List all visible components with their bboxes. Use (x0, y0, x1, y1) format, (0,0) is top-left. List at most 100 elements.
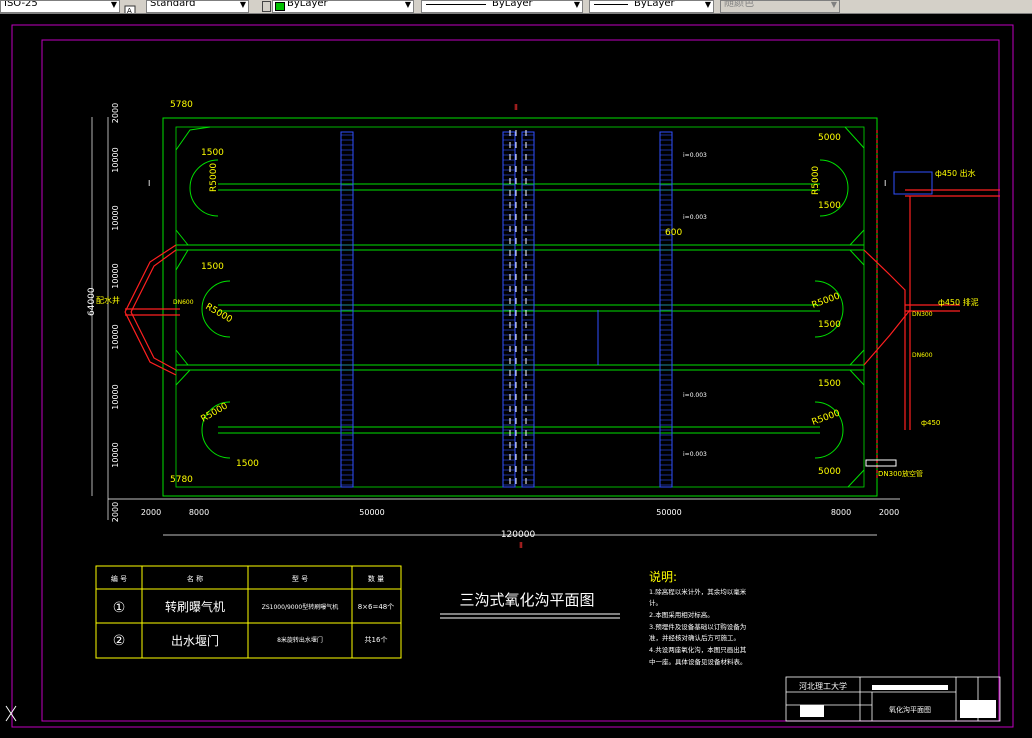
plotstyle-dropdown[interactable]: 随颜色 ▼ (720, 0, 840, 13)
dim-total-horizontal: 120000 (501, 530, 536, 540)
chevron-down-icon: ▼ (830, 0, 837, 9)
dim-5000-bottom: 5000 (818, 467, 841, 477)
table-header-qty: 数 量 (368, 574, 384, 583)
sheet-outer-border (11, 24, 1014, 728)
school-name: 河北理工大学 (799, 681, 847, 691)
dim-1500-a: 1500 (201, 148, 224, 158)
dn600-right-label: DN600 (912, 352, 933, 359)
empty-pipe-label: DN300放空管 (878, 469, 923, 478)
left-pipe-label: 配水井 (96, 295, 120, 305)
title-block-fill (872, 685, 948, 690)
radius-label-e: R5000 (811, 291, 842, 310)
dimension-lines (91, 117, 900, 536)
equipment-table (95, 565, 402, 659)
lineweight-value: ByLayer (634, 0, 675, 9)
dim-1500-e: 1500 (818, 320, 841, 330)
dim-total-vertical: 64000 (87, 287, 97, 316)
right-sludge-label: ф450 排泥 (938, 297, 979, 307)
note-line-7: 中一座。具体设备见设备材料表。 (649, 657, 747, 666)
left-dim-label: 10000 (111, 263, 120, 288)
title-block-fill-3 (800, 705, 824, 717)
chevron-down-icon: ▼ (404, 0, 411, 9)
title-block-drawing-name: 氧化沟平面图 (889, 705, 931, 714)
svg-text:A: A (127, 7, 132, 14)
left-dim-label: 10000 (111, 384, 120, 409)
notes-header: 说明: (649, 569, 677, 584)
slope-label-c: i=0.003 (683, 392, 707, 399)
outlet-piping (863, 130, 1000, 480)
drawing-title: 三沟式氧化沟平面图 (459, 591, 594, 609)
dim-1500-b: 1500 (201, 262, 224, 272)
section-mark-bottom: Ⅱ (519, 541, 523, 550)
color-swatch-icon (275, 2, 285, 11)
dim-5780-top: 5780 (170, 100, 193, 110)
left-dim-label: 10000 (111, 442, 120, 467)
note-line-6: 4.共设两座氧化沟，本图只画出其 (649, 645, 747, 654)
properties-toolbar: ISO-25 ▼ A Standard ▼ ByLayer ▼ ByLayer … (0, 0, 1032, 14)
bottom-dim-label: 8000 (831, 508, 851, 517)
left-dim-label: 2000 (111, 502, 120, 522)
textstyle-icon[interactable]: A (123, 1, 143, 14)
rotor-rungs (341, 134, 672, 486)
layer-icon (262, 1, 271, 12)
dim-1500-c: 1500 (236, 459, 259, 469)
chevron-down-icon: ▼ (110, 0, 117, 9)
chevron-down-icon: ▼ (239, 0, 246, 9)
line-sample-icon (594, 4, 628, 5)
linetype-value: ByLayer (492, 0, 533, 9)
slope-label-a: i=0.003 (683, 152, 707, 159)
drain-pipe (865, 459, 897, 467)
note-line-2: 计。 (649, 598, 662, 607)
linetype-dropdown[interactable]: ByLayer ▼ (421, 0, 583, 13)
radius-label-a: R5000 (209, 163, 219, 192)
dimstyle-value: ISO-25 (4, 0, 38, 9)
table-header-no: 编 号 (111, 574, 127, 583)
ucs-icon (5, 705, 17, 722)
table-cell-no-1: ① (113, 600, 126, 616)
left-dim-label: 10000 (111, 147, 120, 172)
note-line-5: 准，并经核对确认后方可施工。 (649, 633, 740, 642)
left-dim-label: 10000 (111, 205, 120, 230)
dn300-label: DN300 (912, 311, 933, 318)
dim-600: 600 (665, 228, 682, 238)
table-cell-model-2: 8米旋转出水堰门 (277, 636, 323, 644)
title-block-fill-2 (960, 700, 996, 718)
textstyle-dropdown[interactable]: Standard ▼ (146, 0, 249, 13)
slope-label-d: i=0.003 (683, 451, 707, 458)
outlet-chamber (893, 171, 933, 195)
table-header-model: 型 号 (292, 574, 308, 583)
dim-5000-top: 5000 (818, 133, 841, 143)
phi-small-label: ф450 (921, 419, 940, 427)
table-cell-name-2: 出水堰门 (171, 633, 219, 648)
chevron-down-icon: ▼ (573, 0, 580, 9)
lineweight-dropdown[interactable]: ByLayer ▼ (589, 0, 714, 13)
dn600-left-label: DN600 (173, 299, 194, 306)
note-line-1: 1.除高程以米计外，其余均以毫米 (649, 587, 747, 596)
dim-5780-bottom: 5780 (170, 475, 193, 485)
table-cell-name-1: 转刷曝气机 (165, 599, 225, 614)
table-header-name: 名 称 (187, 574, 203, 583)
right-outlet-label: ф450 出水 (935, 168, 976, 178)
oxidation-ditch-plan (162, 117, 878, 497)
table-cell-qty-1: 8×6=48个 (358, 603, 395, 611)
radius-label-c: R5000 (200, 401, 230, 424)
bottom-dim-label: 50000 (359, 508, 384, 517)
note-line-4: 3.预埋件及设备基础以订购设备为 (649, 622, 746, 631)
radius-label-f: R5000 (811, 408, 842, 427)
dimstyle-dropdown[interactable]: ISO-25 ▼ (0, 0, 120, 13)
rotor-aerators (340, 131, 673, 488)
color-value: ByLayer (287, 0, 328, 9)
radius-label-d: R5000 (811, 166, 821, 195)
bottom-dim-label: 8000 (189, 508, 209, 517)
table-cell-model-1: ZS1000/9000型转刷曝气机 (262, 603, 338, 611)
plotstyle-value: 随颜色 (724, 0, 754, 9)
color-dropdown[interactable]: ByLayer ▼ (272, 0, 414, 13)
inlet-piping (124, 244, 180, 376)
textstyle-value: Standard (150, 0, 196, 9)
bottom-dim-label: 50000 (656, 508, 681, 517)
left-dim-label: 2000 (111, 103, 120, 123)
table-cell-qty-2: 共16个 (365, 635, 388, 644)
